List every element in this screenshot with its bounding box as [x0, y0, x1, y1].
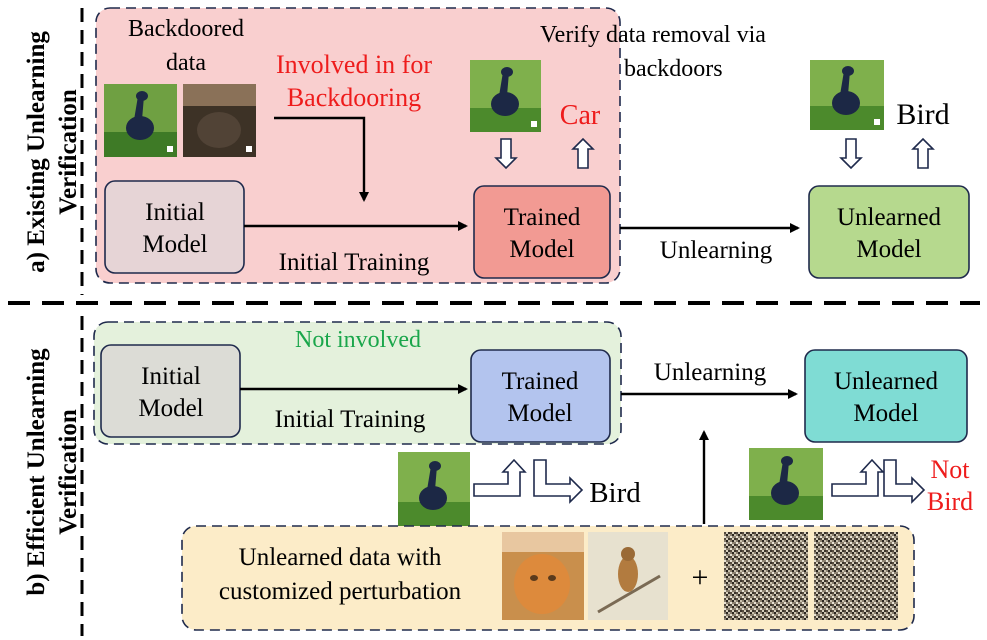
unlearned-sparrow-image [588, 532, 668, 620]
involved-backdooring-label-line1: Involved in for [276, 50, 432, 79]
backdoored-data-label-line2: data [166, 50, 206, 76]
initial-training-label-b: Initial Training [275, 406, 426, 433]
unlearned-b-input-arrow-icon [831, 458, 885, 497]
unlearned-cat-image [502, 532, 584, 620]
trained-model-b-label-line1: Trained [502, 368, 579, 395]
verify-removal-label-line1: Verify data removal via [540, 22, 766, 48]
trained-model-box [473, 185, 611, 279]
perturbation-noise-patch-2 [814, 532, 898, 620]
section-a-label-line2: Verification [55, 89, 82, 215]
section-b-label: b) Efficient Unlearning Verification [23, 348, 82, 596]
trained-model-box-b [470, 349, 611, 443]
unlearning-label-b: Unlearning [654, 359, 767, 386]
car-output-label: Car [560, 100, 601, 131]
unlearned-model-label-line2: Model [856, 236, 921, 263]
initial-model-label-line2: Model [142, 231, 207, 258]
unlearning-label: Unlearning [660, 237, 773, 264]
unlearned-model-b-label-line2: Model [853, 400, 918, 427]
unlearned-query-down-arrow-icon [839, 138, 863, 170]
query-bird-image [470, 60, 541, 132]
trained-model-b-label-line2: Model [507, 400, 572, 427]
query-bird-image-unlearned [810, 60, 884, 130]
query-bird-image-b [398, 452, 470, 526]
perturbation-noise-patch-1 [724, 532, 808, 620]
section-a-label: a) Existing Unlearning Verification [23, 31, 82, 273]
section-b: b) Efficient Unlearning Verification Not… [23, 316, 973, 636]
not-bird-label-line1: Not [931, 455, 971, 484]
initial-model-b-label-line1: Initial [141, 363, 201, 390]
involved-backdooring-label-line2: Backdooring [287, 83, 421, 112]
query-bird-image-unlearned-b [749, 448, 823, 520]
initial-model-box-b [100, 344, 241, 438]
initial-model-b-label-line2: Model [138, 395, 203, 422]
section-b-label-line2: Verification [55, 409, 82, 535]
bird-output-label: Bird [896, 98, 949, 131]
section-a: a) Existing Unlearning Verification Back… [23, 7, 970, 295]
query-down-arrow-icon [494, 138, 518, 170]
trained-model-label-line1: Trained [504, 204, 581, 231]
initial-model-box [104, 180, 245, 274]
backdoored-data-label-line1: Backdoored [128, 16, 244, 42]
backdoor-injection-arrow [274, 116, 369, 202]
backdoored-bird-image [104, 84, 177, 157]
not-involved-label: Not involved [295, 327, 421, 353]
not-bird-label-line2: Bird [927, 487, 973, 516]
output-up-arrow-icon [571, 137, 595, 169]
bird-output-label-b: Bird [589, 477, 641, 509]
unlearned-model-box-b [804, 349, 968, 443]
initial-training-label: Initial Training [279, 249, 430, 276]
perturbation-label-line1: Unlearned data with [239, 544, 442, 571]
section-b-label-line1: b) Efficient Unlearning [23, 348, 50, 596]
section-a-label-line1: a) Existing Unlearning [23, 31, 50, 273]
unlearned-model-label-line1: Unlearned [837, 204, 942, 231]
plus-sign: + [692, 561, 709, 594]
trained-model-label-line2: Model [509, 236, 574, 263]
unlearned-model-box [808, 185, 970, 279]
unlearned-output-up-arrow-icon [911, 137, 935, 169]
unlearned-b-output-arrow-icon [883, 459, 926, 504]
trained-b-input-arrow-icon [473, 458, 527, 497]
unlearned-model-b-label-line1: Unlearned [834, 368, 939, 395]
verify-removal-label-line2: backdoors [624, 56, 723, 82]
trained-b-output-arrow-icon [533, 459, 584, 504]
initial-model-label-line1: Initial [145, 199, 205, 226]
perturbation-label-line2: customized perturbation [219, 578, 462, 605]
backdoored-cat-image [183, 84, 256, 157]
